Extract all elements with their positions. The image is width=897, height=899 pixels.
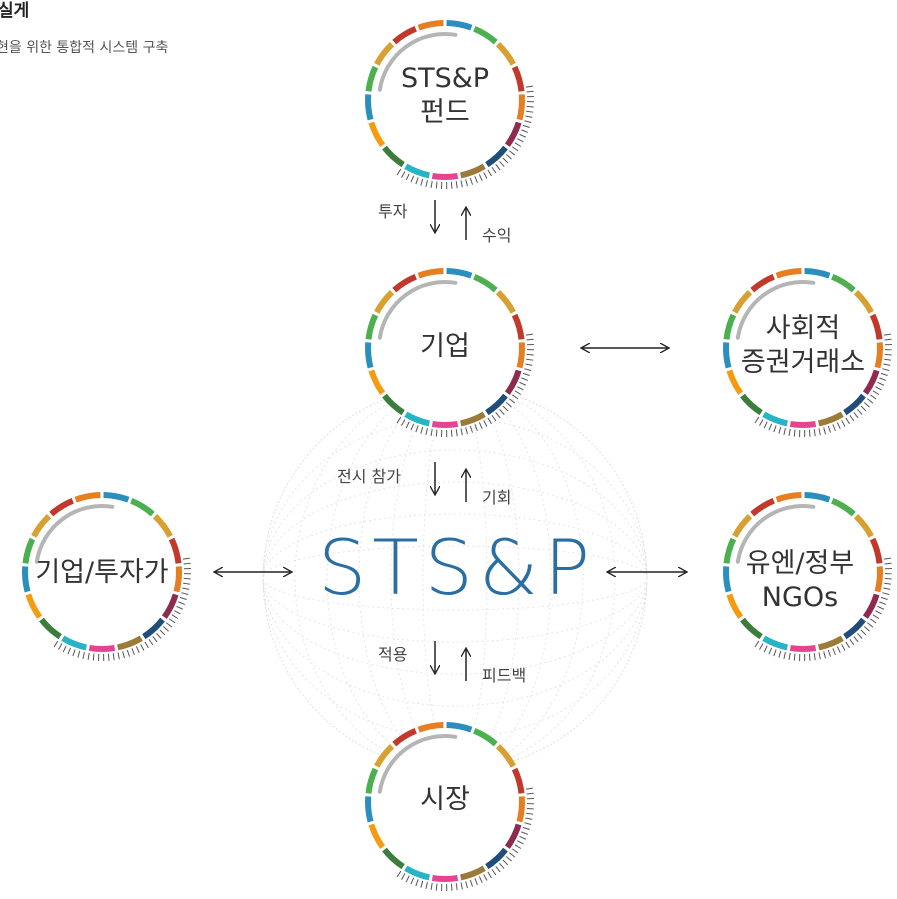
node-un-ring — [723, 492, 892, 661]
node-market-line1: 시장 — [420, 784, 470, 815]
page-subheading: 현을 위한 통합적 시스템 구축 — [0, 40, 169, 56]
node-un-line1: 유엔/정부 — [745, 548, 855, 579]
node-fund-label: STS&P 펀드 — [380, 62, 510, 130]
node-market-label: 시장 — [380, 783, 510, 817]
node-company-line1: 기업 — [420, 331, 470, 362]
node-investor-ring — [22, 492, 191, 661]
node-exchange-line2: 증권거래소 — [740, 347, 866, 378]
node-fund-line1: STS&P — [400, 63, 490, 94]
node-investor-label: 기업/투자가 — [17, 556, 187, 590]
node-exchange-label: 사회적 증권거래소 — [728, 312, 878, 380]
flow-feedback-label: 피드백 — [482, 666, 527, 685]
page-heading: 실게 — [0, 1, 30, 21]
node-exchange-ring — [723, 268, 892, 437]
flow-exhibit-label: 전시 참가 — [337, 467, 401, 486]
node-company-label: 기업 — [380, 330, 510, 364]
flow-apply-label: 적용 — [378, 645, 408, 664]
node-un-line2: NGOs — [761, 582, 839, 613]
flow-invest-label: 투자 — [378, 202, 408, 221]
node-fund-line2: 펀드 — [420, 97, 470, 128]
node-fund-ring — [365, 20, 534, 189]
node-investor-line1: 기업/투자가 — [35, 557, 169, 588]
center-brand-logo: STS&P — [318, 523, 597, 612]
flow-return-label: 수익 — [482, 226, 512, 245]
node-exchange-line1: 사회적 — [765, 313, 841, 344]
node-un-label: 유엔/정부 NGOs — [730, 547, 870, 615]
node-market-ring — [365, 722, 534, 891]
node-company-ring — [365, 268, 534, 437]
flow-opportunity-label: 기회 — [482, 488, 512, 507]
